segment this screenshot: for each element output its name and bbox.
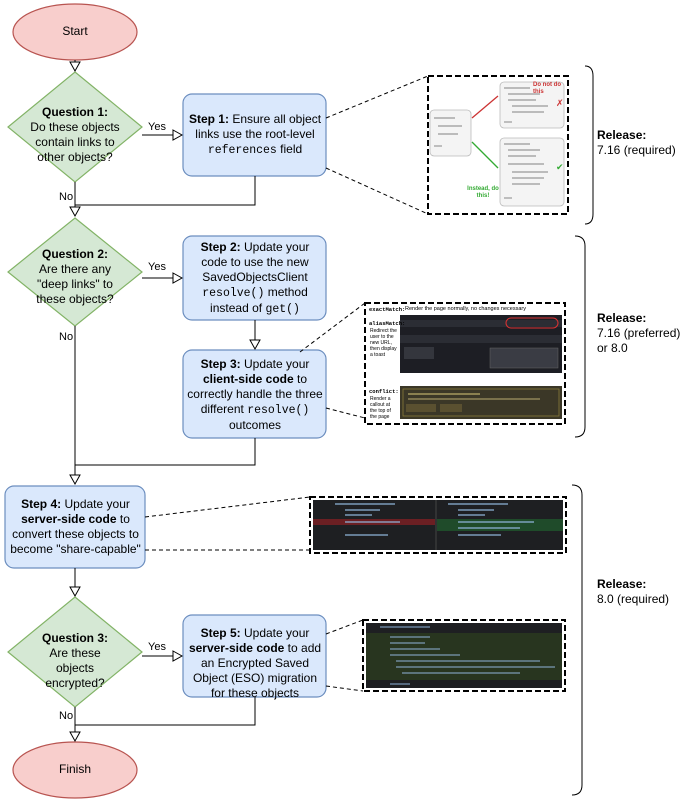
edge-q2-yes: Yes: [148, 261, 166, 273]
step-4-label: Step 4: Update your server-side code to …: [9, 497, 142, 557]
step-2-label: Step 2: Update your code to use the new …: [187, 240, 323, 317]
step-5-screenshot: [362, 619, 566, 692]
step-1-label: Step 1: Ensure all object links use the …: [187, 112, 323, 158]
step-3-pre: Update your: [243, 357, 310, 371]
step-5-label: Step 5: Update your server-side code to …: [187, 626, 323, 701]
step-5-bold: server-side code: [188, 641, 285, 655]
step-3-post: to correctly handle the three different: [187, 372, 323, 416]
question-1-label: Question 1: Do these objects contain lin…: [28, 105, 122, 165]
s1-do-text: Instead, do this!: [467, 186, 499, 199]
step-4-pre: Update your: [64, 497, 130, 511]
release-1-title: Release:: [597, 128, 647, 142]
step-3-bold: client-side code: [202, 372, 294, 386]
step-4-post: to convert these objects to become "shar…: [10, 512, 141, 556]
release-3-text: 8.0 (required): [597, 592, 670, 606]
release-1-label: Release: 7.16 (required): [597, 128, 689, 158]
step-5-post: to add an Encrypted Saved Object (ESO) m…: [192, 641, 322, 700]
s1-dont-text: Do not do this: [533, 82, 561, 95]
step-4-screenshot: [309, 496, 567, 554]
step-2-code-2: get(): [265, 303, 300, 316]
question-1-title: Question 1:: [41, 105, 108, 119]
question-2-title: Question 2:: [41, 247, 108, 261]
s3-conflict-desc: Render a callout at the top of the page: [370, 396, 391, 420]
s3-exact: exactMatch:: [369, 306, 406, 313]
s3-conflict: conflict:: [369, 388, 399, 395]
step-1-title: Step 1:: [188, 112, 229, 126]
step-4-title: Step 4:: [21, 497, 62, 511]
release-3-title: Release:: [597, 577, 647, 591]
s3-alias: aliasMatch:: [369, 320, 406, 327]
question-3-label: Question 3: Are these objects encrypted?: [30, 631, 120, 691]
edge-q2-no: No: [59, 331, 74, 343]
question-1-text: Do these objects contain links to other …: [30, 120, 120, 164]
step-3-code: resolve(): [247, 404, 310, 417]
release-2-label: Release: 7.16 (preferred) or 8.0: [597, 311, 689, 356]
question-3-text: Are these objects encrypted?: [45, 646, 105, 690]
step-1-pre: Ensure all object links use the root-lev…: [195, 112, 322, 141]
edge-q3-yes: Yes: [148, 641, 166, 653]
step-5-pre: Update your: [243, 626, 310, 640]
start-label: Start: [62, 24, 88, 38]
question-2-label: Question 2: Are there any "deep links" t…: [28, 247, 122, 307]
step-2-code: resolve(): [202, 287, 265, 300]
step-2-mid: method instead of: [210, 285, 308, 315]
step-1-code: references: [207, 144, 277, 157]
release-1-bracket: [584, 65, 594, 225]
step-3-screenshot: [364, 302, 566, 425]
step-3-label: Step 3: Update your client-side code to …: [187, 357, 323, 433]
release-1-text: 7.16 (required): [597, 143, 676, 157]
step-3-title: Step 3:: [200, 357, 241, 371]
step-2-pre: Update your code to use the new SavedObj…: [201, 240, 310, 284]
edge-q1-yes: Yes: [148, 121, 166, 133]
step-1-screenshot: ✗ ✔: [427, 75, 569, 215]
release-3-label: Release: 8.0 (required): [597, 577, 689, 607]
step-4-bold: server-side code: [21, 512, 117, 526]
edge-q3-no: No: [59, 710, 74, 722]
finish-label: Finish: [58, 762, 91, 776]
svg-text:✔: ✔: [556, 162, 564, 172]
step-2-title: Step 2:: [200, 240, 241, 254]
question-3-title: Question 3:: [41, 631, 108, 645]
step-5-title: Step 5:: [200, 626, 241, 640]
release-2-text: 7.16 (preferred) or 8.0: [597, 326, 681, 355]
release-3-bracket: [571, 484, 583, 796]
step-3-tail: outcomes: [228, 418, 282, 432]
release-2-title: Release:: [597, 311, 647, 325]
step-1-post: field: [280, 142, 303, 156]
edge-q1-no: No: [59, 191, 74, 203]
s3-exact-desc: Render the page normally, no changes nec…: [405, 306, 526, 312]
s3-alias-desc: Redirect the user to the new URL, then d…: [370, 328, 397, 358]
release-2-bracket: [574, 235, 586, 438]
svg-text:✗: ✗: [556, 98, 564, 108]
question-2-text: Are there any "deep links" to these obje…: [36, 262, 114, 306]
